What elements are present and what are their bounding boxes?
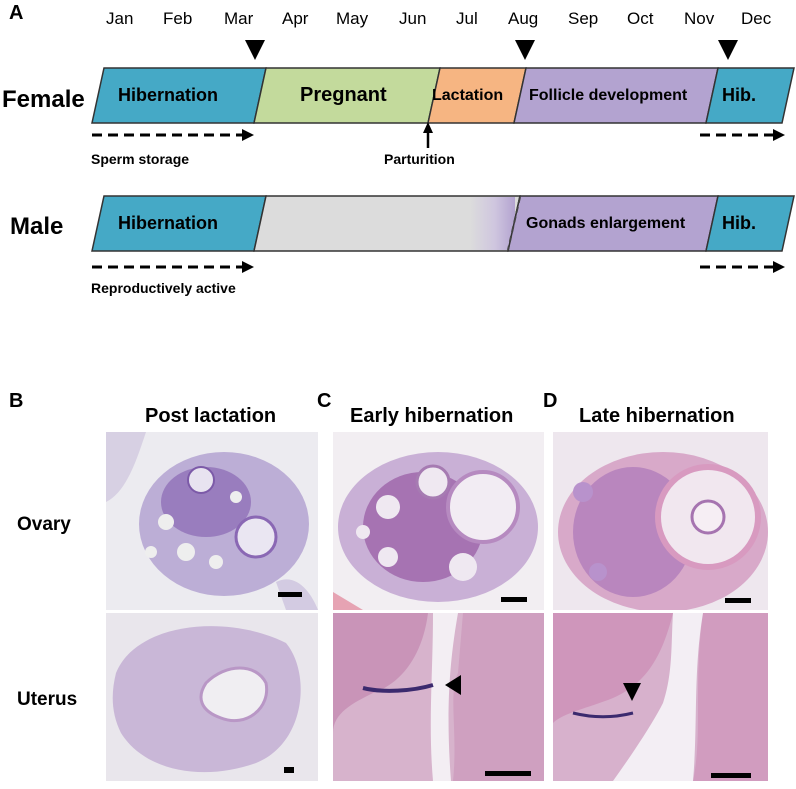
arrowhead	[773, 261, 785, 273]
micrograph-b-uterus	[106, 613, 318, 781]
month-label: Dec	[741, 9, 772, 28]
segment-label-hib-male: Hib.	[722, 213, 756, 233]
month-label: Mar	[224, 9, 254, 28]
segment-label-gonads: Gonads enlargement	[526, 215, 686, 232]
month-label: Jun	[399, 9, 427, 28]
title-early-hibernation: Early hibernation	[350, 405, 514, 427]
panel-letter-a: A	[9, 2, 24, 24]
segment-label-pregnant: Pregnant	[300, 84, 387, 106]
segment-label-hibernation: Hibernation	[118, 85, 219, 105]
month-label: Apr	[282, 9, 309, 28]
title-post-lactation: Post lactation	[145, 405, 277, 427]
scale-bar	[485, 771, 531, 776]
micrograph-c-ovary	[333, 432, 544, 610]
micrograph-d-ovary	[553, 432, 768, 610]
marker-triangle	[515, 40, 535, 60]
panel-letter-c: C	[317, 390, 332, 412]
arrowhead	[423, 122, 433, 133]
repro-active-label: Reproductively active	[91, 280, 236, 296]
tissue-label-ovary: Ovary	[17, 514, 71, 535]
segment-hib-end-male	[705, 195, 795, 252]
panel-letter-b: B	[9, 390, 24, 412]
female-bar	[91, 67, 795, 124]
tissue-label-uterus: Uterus	[17, 689, 78, 710]
male-bar	[91, 195, 795, 252]
sperm-storage-label: Sperm storage	[91, 151, 190, 167]
segment-label-hibernation-male: Hibernation	[118, 213, 219, 233]
parturition-label: Parturition	[384, 151, 455, 167]
segment-dashed-boundary	[507, 196, 521, 251]
micrograph-b-ovary	[106, 432, 318, 610]
marker-triangle	[718, 40, 738, 60]
segment-label-follicle: Follicle development	[529, 87, 688, 104]
scale-bar	[725, 598, 751, 603]
marker-triangle	[245, 40, 265, 60]
month-label: May	[336, 9, 369, 28]
female-label: Female	[2, 86, 85, 113]
scale-bar	[501, 597, 527, 602]
segment-label-hib: Hib.	[722, 85, 756, 105]
micrograph-d-uterus	[553, 613, 768, 781]
segment-label-lactation: Lactation	[432, 87, 504, 104]
month-label: Aug	[508, 9, 539, 28]
scale-bar	[284, 767, 294, 773]
male-label: Male	[10, 213, 64, 240]
scale-bar	[711, 773, 751, 778]
micrograph-c-uterus	[333, 613, 544, 781]
month-label: Jan	[106, 9, 134, 28]
title-late-hibernation: Late hibernation	[579, 405, 735, 427]
arrowhead	[242, 129, 254, 141]
scale-bar	[278, 592, 302, 597]
month-label: Oct	[627, 9, 654, 28]
timeline-diagram	[91, 40, 795, 273]
month-label: Nov	[684, 9, 715, 28]
segment-hib-end	[705, 67, 795, 124]
month-label: Sep	[568, 9, 599, 28]
panel-letter-d: D	[543, 390, 558, 412]
arrowhead	[773, 129, 785, 141]
segment-fade	[470, 197, 515, 250]
month-label: Jul	[456, 9, 478, 28]
arrowhead	[242, 261, 254, 273]
month-label: Feb	[163, 9, 193, 28]
